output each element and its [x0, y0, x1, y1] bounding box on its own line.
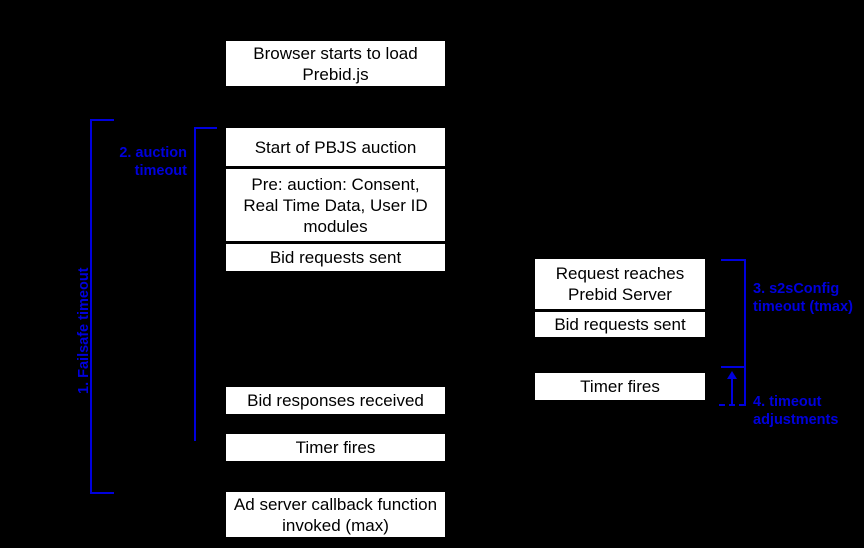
process-box-label: Browser starts to load Prebid.js — [253, 43, 418, 84]
s2sconfig-bracket-top-arm — [721, 259, 746, 261]
process-box-server-bid-requests-sent: Bid requests sent — [535, 312, 705, 337]
process-box-request-reaches-server: Request reaches Prebid Server — [535, 259, 705, 309]
timeout-adjustments-arrow-head — [727, 371, 737, 379]
process-box-label: Start of PBJS auction — [254, 137, 417, 157]
process-box-label: Pre: auction: Consent, Real Time Data, U… — [243, 174, 428, 236]
failsafe-bracket-vertical — [90, 119, 92, 494]
failsafe-bracket-bottom-arm — [90, 492, 114, 494]
s2sconfig-bracket-vertical — [744, 259, 746, 368]
timeout-adjustments-arrow-shaft — [731, 378, 733, 404]
process-box-server-timer-fires: Timer fires — [535, 373, 705, 400]
process-box-label: Request reaches Prebid Server — [555, 264, 685, 304]
process-box-label: Ad server callback function invoked (max… — [233, 494, 438, 535]
process-box-timer-fires: Timer fires — [226, 434, 445, 461]
annotation-label: 1. Failsafe timeout — [76, 267, 92, 394]
auction-bracket-top-arm — [194, 127, 217, 129]
process-box-label: Bid responses received — [247, 391, 424, 410]
process-box-browser-load: Browser starts to load Prebid.js — [226, 41, 445, 86]
process-box-label: Timer fires — [295, 438, 376, 457]
process-box-label: Bid requests sent — [554, 315, 686, 334]
annotation-auction-timeout: 2. auction timeout — [95, 126, 187, 180]
process-box-pre-auction: Pre: auction: Consent, Real Time Data, U… — [226, 169, 445, 241]
process-box-label: Timer fires — [580, 377, 660, 396]
process-box-ad-server-callback: Ad server callback function invoked (max… — [226, 492, 445, 537]
auction-bracket-vertical — [194, 127, 196, 441]
timeout-adjustments-tick — [744, 368, 746, 406]
annotation-label: 2. auction timeout — [119, 145, 187, 179]
process-box-auction-start: Start of PBJS auction — [226, 128, 445, 166]
timeout-adjustments-baseline — [719, 404, 745, 406]
annotation-s2sconfig-timeout: 3. s2sConfig timeout (tmax) — [753, 262, 863, 316]
s2sconfig-bracket-bottom-arm — [721, 366, 746, 368]
process-box-bid-responses-received: Bid responses received — [226, 387, 445, 414]
process-box-label: Bid requests sent — [269, 248, 402, 267]
annotation-label: 4. timeout adjustments — [753, 394, 839, 428]
process-box-bid-requests-sent: Bid requests sent — [226, 244, 445, 271]
annotation-timeout-adjustments: 4. timeout adjustments — [753, 375, 863, 429]
annotation-label: 3. s2sConfig timeout (tmax) — [753, 281, 853, 315]
failsafe-bracket-top-arm — [90, 119, 114, 121]
annotation-failsafe-timeout: 1. Failsafe timeout — [76, 267, 92, 394]
